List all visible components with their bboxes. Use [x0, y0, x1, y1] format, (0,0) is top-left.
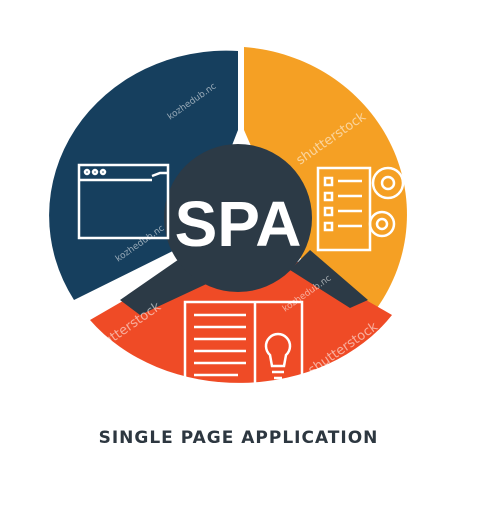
document-bulb-icon — [183, 300, 304, 390]
diagram-caption: SINGLE PAGE APPLICATION — [98, 428, 379, 448]
list-gears-icon — [316, 166, 405, 252]
browser-window-icon — [77, 163, 170, 240]
center-circle — [164, 144, 312, 292]
center-label: SPA — [175, 188, 302, 260]
